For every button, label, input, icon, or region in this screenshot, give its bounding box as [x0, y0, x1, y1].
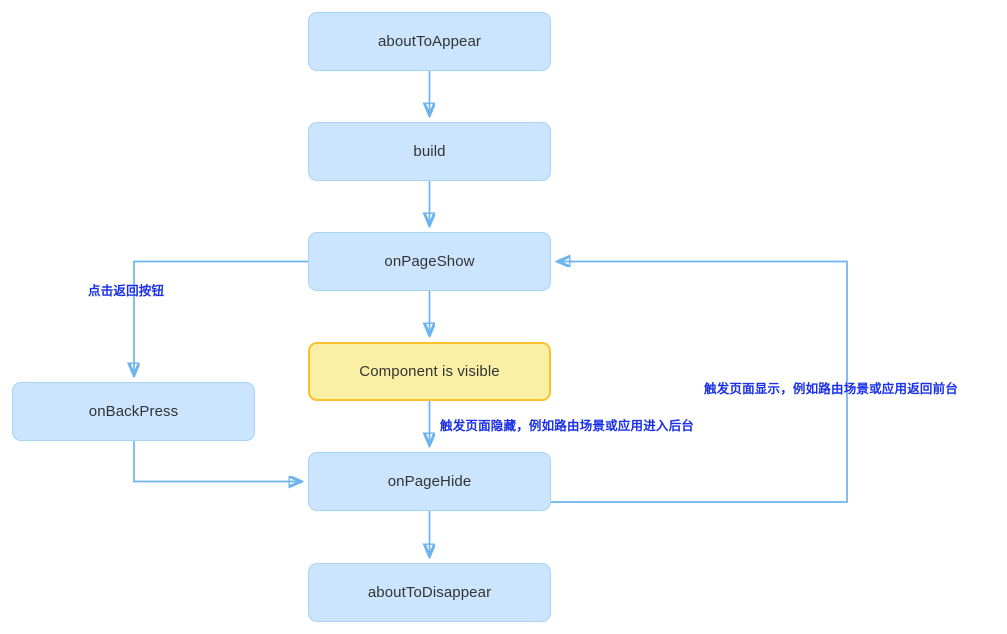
node-aboutToDisappear[interactable]: aboutToDisappear [308, 563, 551, 622]
node-label: aboutToDisappear [367, 584, 492, 601]
edge-label-page-hide: 触发页面隐藏，例如路由场景或应用进入后台 [440, 419, 695, 433]
edge-label-page-show: 触发页面显示，例如路由场景或应用返回前台 [704, 382, 959, 396]
node-onPageHide[interactable]: onPageHide [308, 452, 551, 511]
node-build[interactable]: build [308, 122, 551, 181]
edge-label-back-button: 点击返回按钮 [88, 284, 165, 298]
node-label: aboutToAppear [377, 33, 482, 50]
node-label: onBackPress [88, 403, 179, 420]
node-aboutToAppear[interactable]: aboutToAppear [308, 12, 551, 71]
node-label: Component is visible [359, 363, 500, 380]
node-label: onPageHide [387, 473, 472, 490]
node-onBackPress[interactable]: onBackPress [12, 382, 255, 441]
node-onPageShow[interactable]: onPageShow [308, 232, 551, 291]
node-label: onPageShow [384, 253, 475, 270]
edge-onPageShow-to-onBackPress [134, 260, 308, 376]
node-label: build [413, 143, 446, 160]
edge-onBackPress-to-onPageHide [133, 441, 301, 482]
node-component-is-visible[interactable]: Component is visible [308, 342, 551, 401]
